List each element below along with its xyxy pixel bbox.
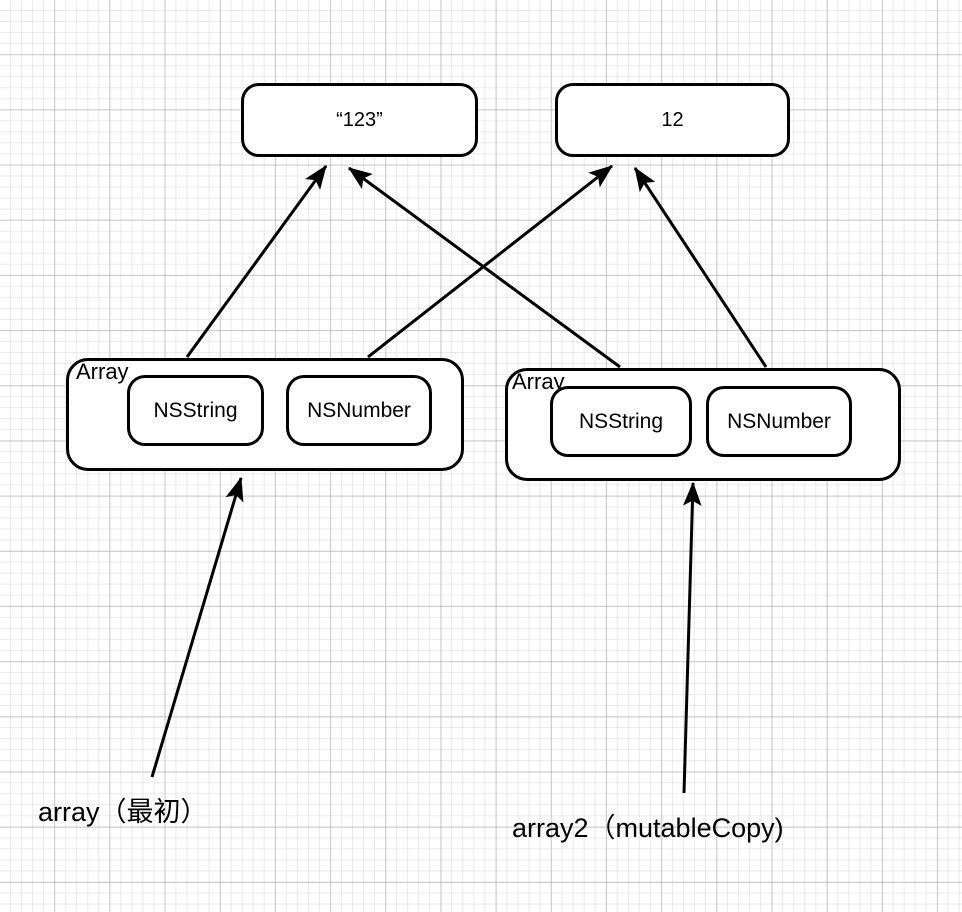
edge-array1-nsstring-to-string-value [185,165,328,358]
value-box-string[interactable]: “123” [241,83,478,157]
caption-array-initial: array（最初） [38,797,208,827]
array-2-element-nsnumber-label: NSNumber [727,409,831,433]
edge-array2-nsstring-to-string-value [348,166,621,369]
array-1-element-nsstring-label: NSString [153,398,238,422]
edge-array2-nsnumber-to-number-value [633,166,768,368]
caption-array2-mutablecopy: array2（mutableCopy) [512,813,784,843]
array-container-2-label: Array [512,369,565,394]
edge-array1-nsnumber-to-number-value [367,164,613,359]
value-box-string-label: “123” [336,108,383,131]
edge-caption-array-to-array1 [150,476,244,778]
array-1-element-nsnumber[interactable]: NSNumber [286,375,432,446]
array-2-element-nsstring-label: NSString [578,409,664,433]
value-box-number-label: 12 [661,108,684,131]
array-container-1-label: Array [76,359,129,384]
edge-caption-array2-to-array2 [682,481,702,794]
array-1-element-nsstring[interactable]: NSString [127,375,264,446]
array-1-element-nsnumber-label: NSNumber [307,398,411,422]
array-2-element-nsstring[interactable]: NSString [550,386,692,457]
value-box-number[interactable]: 12 [555,83,790,157]
array-2-element-nsnumber[interactable]: NSNumber [706,386,852,457]
